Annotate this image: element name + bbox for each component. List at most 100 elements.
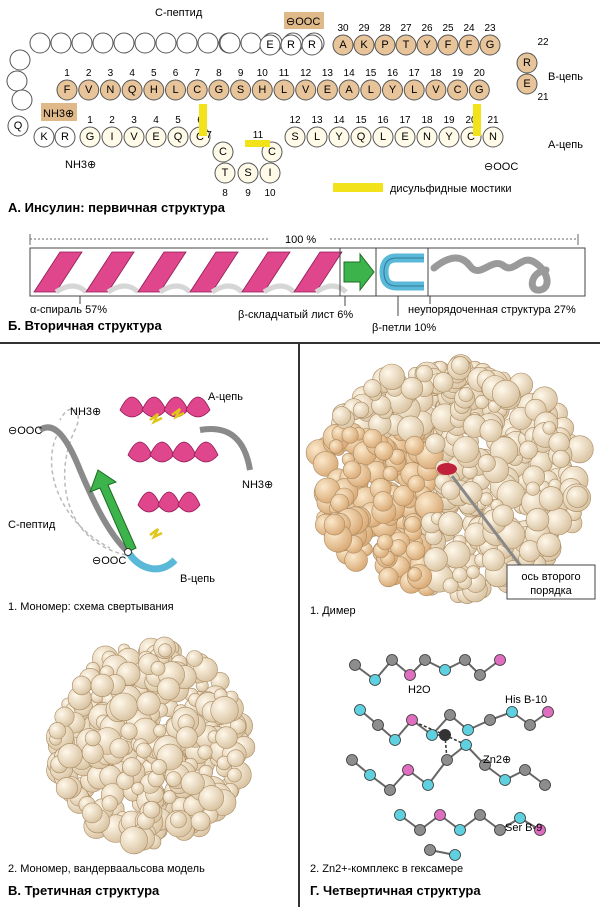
residue-circle: [280, 34, 302, 56]
residue-circle: [7, 115, 29, 137]
residue-number: 14: [344, 68, 356, 79]
residue-number: 26: [421, 23, 433, 34]
c-terminus-ooc-label: ⊖OOC: [8, 425, 42, 437]
residue-number: 30: [337, 23, 349, 34]
atom-sphere: [519, 440, 538, 460]
residue-number: 10: [264, 188, 276, 199]
atom-ball: [514, 812, 526, 824]
atom-sphere: [57, 743, 83, 769]
residue-number: 23: [484, 23, 496, 34]
residue-number: 8: [216, 68, 222, 79]
helix-turn: [33, 251, 83, 293]
atom-sphere: [407, 567, 422, 582]
axis-label-box: [506, 564, 596, 600]
dimer-caption: 1. Димер: [310, 605, 356, 617]
monomer-folding-scheme: А-цепь В-цепь С-пептид NH3⊕ NH3⊕ ⊖OOC ⊖O…: [8, 391, 273, 613]
residue-letter: V: [85, 84, 93, 96]
residue-number: 3: [108, 68, 114, 79]
residue-letter: Q: [128, 84, 137, 96]
residue-letter: E: [324, 84, 331, 96]
atom-ball: [479, 759, 491, 771]
residue-circle: [328, 126, 350, 148]
residue-circle: [394, 126, 416, 148]
atom-sphere: [363, 379, 382, 398]
atom-ball: [506, 706, 518, 718]
atom-sphere: [433, 372, 454, 393]
residue-circle: [374, 34, 396, 56]
residue-circle: [237, 162, 259, 184]
residue-circle: [212, 141, 234, 163]
residue-number: 12: [300, 68, 312, 79]
residue-number: 13: [322, 68, 334, 79]
disordered-label: неупорядоченная структура 27%: [408, 304, 576, 316]
residue-letter: N: [489, 131, 497, 143]
atom-sphere: [404, 435, 425, 456]
residue-number: 19: [443, 115, 455, 126]
dimer-model: ось второго порядка 1. Димер: [305, 354, 596, 617]
residue-letter: E: [152, 131, 159, 143]
residue-circle: [479, 34, 501, 56]
atom-ball: [459, 654, 471, 666]
atom-ball: [364, 769, 376, 781]
atom-sphere: [438, 511, 463, 537]
helix-turn: [149, 441, 175, 463]
atom-sphere: [190, 811, 211, 832]
residue-number: 20: [474, 68, 486, 79]
helix-turn: [119, 396, 145, 418]
atom-sphere: [378, 363, 406, 390]
atom-sphere: [71, 675, 92, 696]
disulfide-legend-label: дисульфидные мостики: [390, 183, 512, 195]
residue-letter: T: [222, 167, 229, 179]
residue-letter: V: [432, 84, 440, 96]
residue-number: 3: [131, 115, 137, 126]
coordination-bond: [444, 734, 467, 746]
residue-number: 1: [64, 68, 70, 79]
ball-stick-molecule: [346, 654, 554, 861]
residue-letter: V: [302, 84, 310, 96]
residue-number: 11: [279, 68, 290, 79]
residue-letter: T: [403, 39, 410, 51]
atom-ball: [484, 714, 496, 726]
atom-ball: [460, 739, 472, 751]
atom-ball: [494, 824, 506, 836]
atom-ball: [372, 719, 384, 731]
residue-number: 11: [253, 130, 264, 141]
monomer-vdw-model: 2. Мономер, вандерваальсова модель В. Тр…: [8, 636, 256, 898]
atom-sphere: [198, 785, 224, 811]
atom-sphere: [150, 661, 166, 676]
residue-letter: A: [345, 84, 353, 96]
residue-letter: F: [466, 39, 473, 51]
residue-circle: [306, 126, 328, 148]
atom-sphere: [109, 692, 138, 721]
residue-number: 9: [245, 188, 251, 199]
monomer-fold-caption: 1. Мономер: схема свертывания: [8, 601, 174, 613]
atom-ball: [462, 724, 474, 736]
residue-number: 16: [377, 115, 389, 126]
b-chain-ooc-label: ⊖OOC: [286, 16, 320, 28]
atom-sphere: [374, 441, 394, 461]
residue-circle: [251, 79, 273, 101]
residue-letter: G: [86, 131, 95, 143]
a-chain-ooc-label: ⊖OOC: [484, 161, 518, 173]
atom-sphere: [227, 767, 242, 783]
atom-sphere: [332, 406, 352, 426]
residue-circle: [123, 126, 145, 148]
residue-letter: E: [401, 131, 408, 143]
atom-sphere: [491, 504, 514, 527]
residue-circle: [395, 34, 417, 56]
beta-turn-outline: [383, 257, 424, 287]
residue-circle: [273, 79, 295, 101]
residue-circle: [416, 126, 438, 148]
b-chain-coil: [38, 424, 131, 555]
helix-turn: [127, 441, 153, 463]
residue-number: 14: [333, 115, 345, 126]
residue-circle: [167, 126, 189, 148]
alpha-helix-segment: [33, 251, 348, 295]
a-chain-nh3-label: NH3⊕: [70, 406, 101, 418]
residue-letter: I: [110, 131, 113, 143]
helix-turn: [137, 251, 187, 293]
residue-number: 29: [358, 23, 370, 34]
residue-letter: C: [196, 131, 204, 143]
residue-circle: [295, 79, 317, 101]
